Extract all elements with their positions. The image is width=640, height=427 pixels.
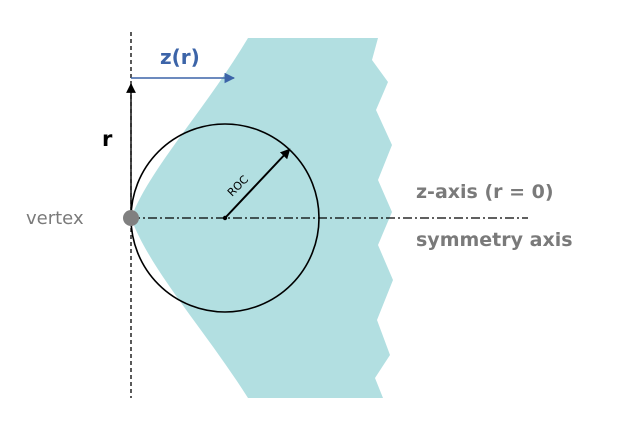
- roc-radius-arrow: [224, 148, 291, 219]
- circle-center-dot: [222, 215, 228, 221]
- vertex-dot: [123, 210, 139, 226]
- z-axis-label: z-axis (r = 0): [416, 181, 554, 203]
- z-of-r-label: z(r): [160, 45, 200, 69]
- vertex-label: vertex: [26, 208, 84, 229]
- r-label: r: [102, 127, 113, 151]
- symmetry-axis-label: symmetry axis: [416, 229, 573, 251]
